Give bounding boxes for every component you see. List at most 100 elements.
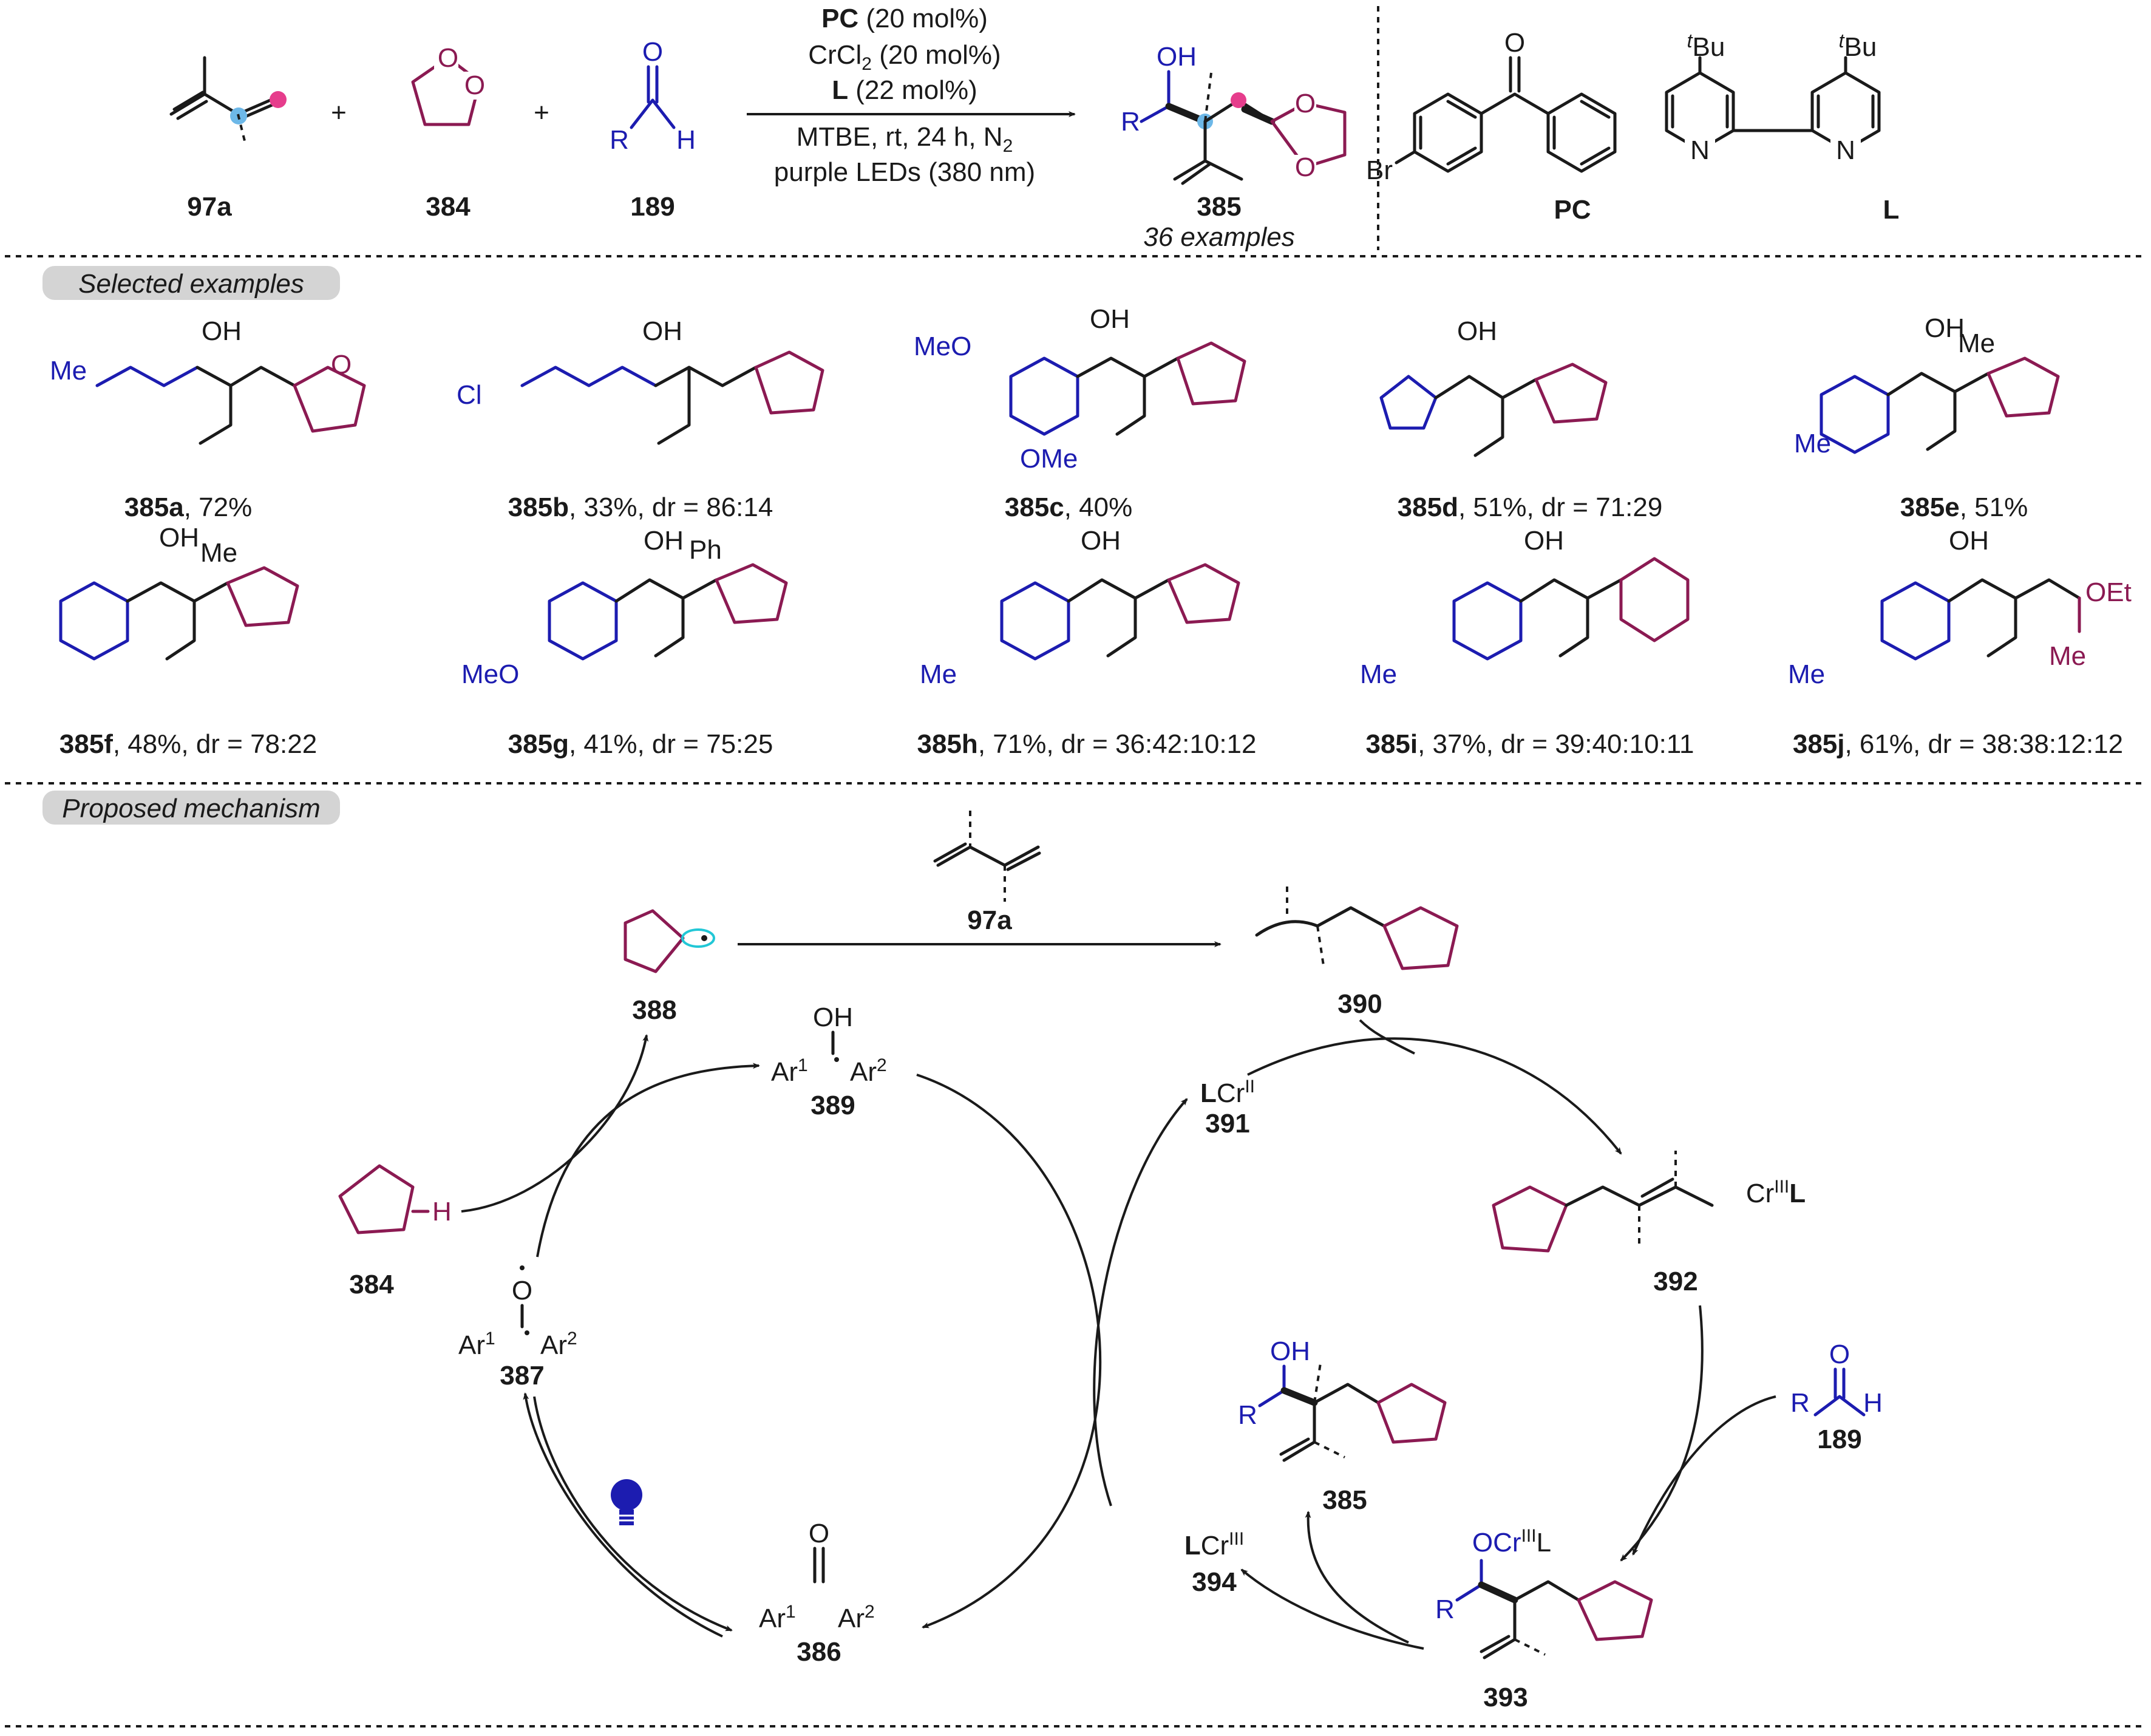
atom-n: N (1690, 135, 1710, 165)
sub-me: Me (200, 538, 237, 568)
sub-meo: MeO (461, 659, 519, 689)
atom-oh: OH (1949, 526, 1989, 556)
mech-label-388: 388 (632, 995, 676, 1025)
tbu-t: t (1687, 30, 1693, 52)
pc-structure: O Br PC (1366, 28, 1617, 225)
atom-oh: OH (159, 523, 199, 553)
mech-label-389: 389 (810, 1091, 855, 1120)
svg-text:L (22 mol%): L (22 mol%) (832, 75, 977, 105)
example-385c-structure: MeO OMe OH (914, 304, 1246, 474)
atom-oh: OH (1925, 313, 1965, 343)
example-385i-structure: Me OH (1360, 526, 1690, 689)
example-385h-structure: Me OH (920, 526, 1240, 689)
label-189: 189 (630, 192, 675, 222)
mech-386: O Ar1 Ar2 386 (759, 1519, 875, 1667)
mech-392: CrIIIL 392 (1492, 1151, 1806, 1296)
mech-label-97a: 97a (967, 905, 1012, 935)
sub-ome: OMe (1020, 444, 1078, 474)
tbu-t: t (1839, 30, 1845, 52)
label-pc: PC (1554, 195, 1591, 225)
section-selected: Selected examples (78, 269, 304, 299)
mech-lcr-iii: LCrIII (1184, 1529, 1244, 1561)
atom-o: O (809, 1519, 829, 1548)
example-385j-structure: Me OH OEt Me (1788, 526, 2132, 689)
atom-r: R (1121, 107, 1140, 137)
atom-oh: OH (813, 1002, 853, 1032)
atom-r: R (1435, 1595, 1455, 1624)
example-385e-structure: Me OH Me (1794, 313, 2060, 458)
atom-oh: OH (644, 526, 684, 556)
caption-385i: 385i, 37%, dr = 39:40:10:11 (1365, 729, 1694, 759)
cond-light: purple LEDs (380 nm) (774, 157, 1035, 187)
sub-oet: OEt (2085, 577, 2132, 607)
atom-br: Br (1366, 155, 1393, 185)
atom-oh: OH (1157, 42, 1197, 72)
atom-h: H (432, 1197, 452, 1227)
atom-h: H (1863, 1388, 1883, 1418)
svg-text:CrCl2 (20 mol%): CrCl2 (20 mol%) (808, 40, 1001, 74)
atom-o: O (512, 1276, 532, 1305)
caption-385h: 385h, 71%, dr = 36:42:10:12 (917, 729, 1257, 759)
atom-oh: OH (1081, 526, 1121, 556)
reagent-384-dioxolane: O O 384 (411, 43, 486, 222)
cond-pc-amount: (20 mol%) (858, 4, 988, 33)
caption-385j: 385j, 61%, dr = 38:38:12:12 (1793, 729, 2123, 759)
cond-solvent: MTBE, rt, 24 h, N (797, 122, 1003, 152)
sub-me: Me (50, 356, 87, 386)
mech-394: LCrIII 394 (1184, 1529, 1244, 1597)
label-384: 384 (426, 192, 471, 222)
lightbulb-icon (611, 1479, 642, 1525)
atom-o: O (642, 37, 663, 67)
svg-text:tBu: tBu (1839, 30, 1877, 62)
selected-examples-pill: Selected examples (42, 266, 340, 300)
plus-sign-2: + (534, 98, 549, 128)
caption-385d: 385d, 51%, dr = 71:29 (1398, 492, 1663, 522)
atom-o: O (331, 350, 352, 380)
sub-ph: Ph (689, 535, 722, 565)
atom-oh: OH (642, 316, 682, 346)
cond-cr-amount: (20 mol%) (872, 40, 1001, 70)
mech-label-385: 385 (1322, 1485, 1367, 1515)
cond-n2-sub: 2 (1003, 136, 1013, 156)
atom-r: R (1238, 1400, 1257, 1430)
atom-r: R (1790, 1388, 1810, 1418)
mech-ar1: Ar1 (759, 1602, 796, 1633)
plus-sign-1: + (331, 98, 347, 128)
label-97a: 97a (187, 192, 232, 222)
mech-97a: 97a (738, 811, 1222, 947)
ligand-l-structure: N N tBu tBu L (1665, 30, 1899, 225)
atom-o: O (1295, 152, 1316, 182)
example-385b-structure: Cl OH (457, 316, 824, 445)
sub-meo: MeO (914, 332, 971, 361)
mech-391: LCrII 391 (1200, 1077, 1255, 1139)
atom-o: O (1295, 89, 1316, 118)
mech-384: H 384 (338, 1164, 452, 1299)
example-385g-structure: MeO OH Ph (461, 526, 788, 689)
svg-text:MTBE, rt, 24 h, N2: MTBE, rt, 24 h, N2 (797, 122, 1013, 156)
caption-385a: 385a, 72% (124, 492, 252, 522)
atom-oh: OH (1457, 316, 1497, 346)
mech-390: 390 (1255, 887, 1459, 1019)
cond-cr-sub: 2 (861, 54, 872, 74)
mech-label-392: 392 (1653, 1267, 1697, 1296)
sub-me: Me (1958, 328, 1995, 358)
cycle-arrows (461, 1019, 1776, 1650)
atom-o: O (464, 70, 485, 100)
section-mechanism: Proposed mechanism (62, 794, 321, 823)
mech-189: O R H 189 (1790, 1339, 1883, 1454)
label-385: 385 (1197, 192, 1241, 222)
sub-me: Me (920, 659, 957, 689)
atom-o: O (1504, 28, 1525, 58)
mech-388: 388 (624, 909, 715, 1025)
mech-label-387: 387 (500, 1361, 544, 1391)
atom-oh: OH (1524, 526, 1564, 556)
mech-ocr-iii-l: OCrIIIL (1472, 1526, 1551, 1557)
atom-o: O (1829, 1339, 1850, 1369)
mech-387: O Ar1 Ar2 387 (458, 1265, 577, 1391)
mech-ar2: Ar2 (838, 1602, 875, 1633)
mech-label-394: 394 (1192, 1567, 1237, 1597)
example-captions: 385a, 72% 385b, 33%, dr = 86:14 385c, 40… (59, 492, 2123, 759)
mech-label-391: 391 (1205, 1109, 1249, 1139)
mech-385: OH R 385 (1238, 1336, 1447, 1515)
